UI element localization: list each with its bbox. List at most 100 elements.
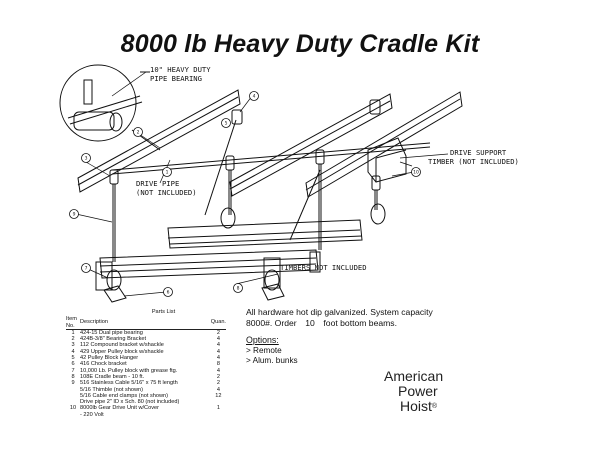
drive-unit	[367, 137, 407, 183]
parts-row: Drive pipe 2" ID x Sch. 80 (not included…	[66, 399, 226, 405]
part-quantity: 4	[216, 386, 220, 393]
parts-row: 6 416 Chock bracket 8	[66, 361, 226, 367]
chock-brackets	[103, 283, 285, 303]
page-title: 8000 lb Heavy Duty Cradle Kit	[120, 30, 480, 58]
specs-text: All hardware hot dip galvanized. System …	[246, 307, 496, 328]
parts-row: 3 112 Compound bracket w/shackle 4	[66, 342, 226, 348]
part-description: 10,000 Lb. Pulley block with grease ftg.	[80, 367, 178, 374]
parts-row: 7 10,000 Lb. Pulley block with grease ftg…	[66, 368, 226, 374]
col-quantity: Quan.	[210, 316, 226, 330]
part-description: Drive pipe 2" ID x Sch. 80 (not included…	[80, 399, 180, 406]
item-bubble-label: 10	[413, 170, 419, 176]
lower-pulley-blocks	[106, 203, 386, 291]
pipe-bearing-label: PIPE BEARING	[150, 74, 202, 83]
option-item: > Alum. bunks	[246, 356, 298, 365]
part-item-no: 6	[71, 361, 75, 368]
parts-row: 4 429 Upper Pulley block w/shackle 4	[66, 349, 226, 355]
item-bubble	[162, 167, 172, 177]
top-beam-right	[305, 91, 463, 198]
part-quantity: 8	[216, 361, 220, 368]
part-item-no: 9	[71, 380, 75, 387]
part-description: 424B-3/8" Bearing Bracket	[80, 336, 147, 343]
item-bubble	[411, 167, 421, 177]
part-description: 416 Chock bracket	[80, 361, 127, 368]
drive-support-label: TIMBER (NOT INCLUDED)	[428, 157, 519, 166]
part-description: 5/16 Thimble (not shown)	[80, 386, 144, 393]
order-value: 10	[305, 317, 315, 328]
american-power-hoist-logo: American Power Hoist®	[384, 369, 464, 414]
item-bubble-label: 1	[166, 170, 169, 176]
part-description: 108E Cradle beam - 10 ft.	[80, 373, 145, 380]
part-item-no: 2	[71, 336, 75, 343]
item-bubble-label: 2	[137, 130, 140, 136]
part-quantity: 12	[215, 392, 222, 399]
parts-list-title: Parts List	[151, 309, 176, 315]
top-beam-left	[77, 89, 241, 193]
part-description: 112 Compound bracket w/shackle	[80, 342, 164, 349]
cradle-beam-front	[95, 249, 321, 291]
part-quantity: 4	[216, 348, 220, 355]
part-item-no: 7	[71, 367, 75, 374]
item-bubble	[249, 91, 259, 101]
parts-row: 2 424B-3/8" Bearing Bracket 4	[66, 336, 226, 342]
item-bubble	[81, 263, 91, 273]
part-quantity: 4	[216, 336, 220, 343]
part-description: 5/16 Cable end clamps (not shown)	[80, 392, 168, 399]
part-quantity	[211, 412, 226, 418]
drive-pipe-label: (NOT INCLUDED)	[136, 188, 197, 197]
item-bubble-label: 3	[85, 156, 88, 162]
specs-line-2: 8000#. Order 10 foot bottom beams.	[246, 318, 496, 329]
part-description: 429 Upper Pulley block w/shackle	[80, 348, 164, 355]
options-heading: Options:	[246, 335, 279, 345]
part-description: - 220 Volt	[80, 411, 104, 418]
part-quantity: 2	[216, 329, 220, 336]
part-item-no: 5	[71, 355, 75, 362]
item-bubble	[221, 118, 231, 128]
part-description: 516 Stainless Cable 5/16" x 75 ft length	[80, 380, 178, 387]
item-bubble-label: 7	[85, 266, 88, 272]
item-bubble-label: 4	[253, 94, 256, 100]
cradle-beam-back	[167, 219, 363, 249]
item-bubble	[69, 209, 79, 219]
col-item-no: Item No.	[66, 316, 80, 330]
parts-row: 5 42 Pulley Block Hanger 4	[66, 355, 226, 361]
logo-line-3: Hoist®	[384, 399, 464, 414]
order-suffix: foot bottom beams.	[323, 317, 397, 328]
order-prefix: 8000#. Order	[246, 317, 297, 328]
part-item-no: 4	[71, 348, 75, 355]
part-item-no	[66, 412, 80, 418]
part-item-no: 8	[71, 373, 75, 380]
parts-row: 9 516 Stainless Cable 5/16" x 75 ft lengt…	[66, 380, 226, 386]
part-quantity: 4	[216, 355, 220, 362]
lift-cables	[112, 119, 378, 262]
part-description: 42 Pulley Block Hanger	[80, 355, 139, 362]
timbers-label: TIMBERS NOT INCLUDED	[280, 263, 367, 272]
part-quantity: 4	[216, 367, 220, 374]
pipe-bearing-label: 10" HEAVY DUTY	[150, 65, 211, 74]
registered-mark: ®	[431, 403, 438, 410]
item-bubble-label: 6	[167, 290, 170, 296]
item-bubble	[81, 153, 91, 163]
item-bubble	[163, 287, 173, 297]
parts-row: 5/16 Cable end clamps (not shown) 12	[66, 393, 226, 399]
pipe-bearing-detail	[59, 64, 161, 151]
part-item-no: 3	[71, 342, 75, 349]
item-bubble-label: 5	[225, 121, 228, 127]
parts-table-body: 1 424-15 Dual pipe bearing 2 2 424B-3/8" Bea…	[66, 329, 226, 418]
option-item: > Remote	[246, 346, 282, 355]
part-description: 424-15 Dual pipe bearing	[80, 329, 143, 336]
parts-row: 1 424-15 Dual pipe bearing 2	[66, 329, 226, 336]
parts-row: - 220 Volt	[66, 412, 226, 418]
item-bubble	[233, 283, 243, 293]
part-item-no: 1	[71, 329, 75, 336]
part-description: 8000lb Gear Drive Unit w/Cover	[80, 405, 159, 412]
top-beam-center	[229, 93, 393, 197]
logo-line-2: Power	[398, 383, 438, 399]
parts-table-header: Item No. Description Quan.	[66, 316, 226, 330]
part-quantity: 1	[216, 405, 220, 412]
part-quantity: 4	[216, 342, 220, 349]
drive-support-label: DRIVE SUPPORT	[450, 148, 507, 157]
